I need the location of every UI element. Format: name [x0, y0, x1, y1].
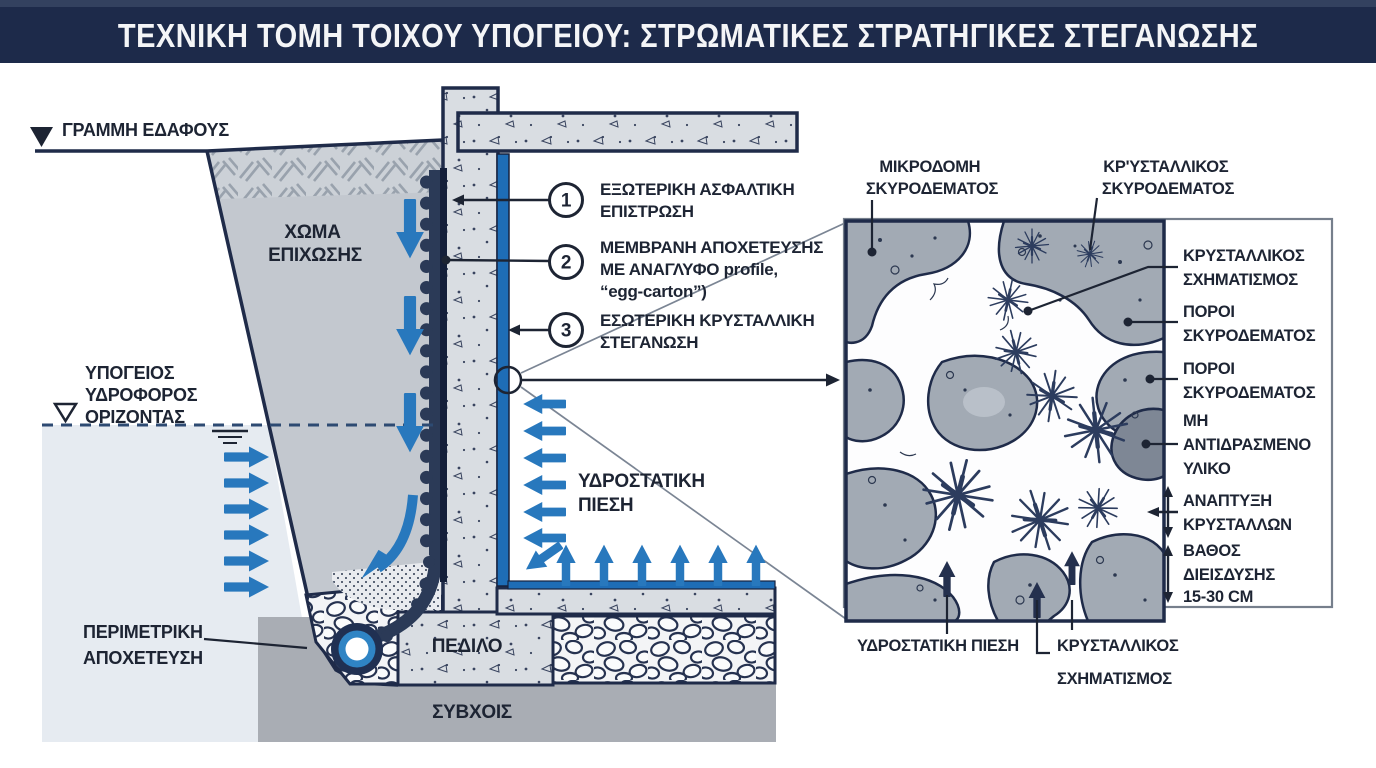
footing-label: ΠΕΔΙΛΟ: [432, 636, 502, 657]
detail-top-labels: ΜΙΚΡΟΔΟΜΗ ΣΚΥΡΟΔΕΜΑΤΟΣ ΚΡ'ΥΣΤΑΛΛΙΚΟΣ ΣΚΥ…: [866, 158, 1235, 257]
callout-3: 3 ΕΣΩΤΕΡΙΚΗ ΚΡΥΣΤΑΛΛΙΚΗ ΣΤΕΓΑΝΩΣΗ: [508, 311, 819, 352]
unreacted-material-label: ΜΗ ΑΝΤΙΔΡΑΣΜΕΝΟ ΥΛΙΚΟ: [1183, 412, 1315, 478]
drainage-flow-arrow: [361, 494, 418, 579]
callout-3-number: 3: [561, 321, 571, 342]
numbered-callouts: 1 ΕΞΩΤΕΡΙΚΗ ΑΣΦΑΛΤΙΚΗ ΕΠΙΣΤΡΩΣΗ 2 ΜΕΜΒΡΑ…: [441, 180, 828, 352]
crystal-growth-label: ΑΝΑΠΤΥΞΗ ΚΡΥΣΤΑΛΛΩΝ: [1183, 492, 1292, 534]
callout-2-label: ΜΕΜΒΡΑΝΗ ΑΠΟΧΕΤΕΥΣΗΣ ΜΕ ΑΝΑΓΛΥΦΟ profile…: [600, 238, 828, 301]
ground-line-label: ΓΡΑΜΜΗ ΕΔΑΦΟΥΣ: [62, 120, 229, 140]
detail-bottom-labels: ΥΔΡΟΣΤΑΤΙΚΗ ΠΙΕΣΗ ΚΡΥΣΤΑΛΛΙΚΟΣ ΣΧΗΜΑΤΙΣΜ…: [857, 595, 1183, 688]
callout-2: 2 ΜΕΜΒΡΑΝΗ ΑΠΟΧΕΤΕΥΣΗΣ ΜΕ ΑΝΑΓΛΥΦΟ profi…: [441, 238, 828, 301]
backfill-top-line: [206, 138, 444, 153]
ground-line-marker-icon: [30, 127, 53, 147]
callout-2-badge: [548, 244, 584, 280]
upper-floor-slab: [456, 111, 799, 153]
leader-dot-icon: [441, 255, 451, 265]
penetration-depth-label: ΒΑΘΟΣ ΔΙΕΙΣΔΥΣΗΣ 15-30 CM: [1183, 542, 1279, 606]
title-bar-top-strip: [0, 0, 1376, 7]
micro-image-border: [844, 219, 1166, 623]
title-bar: ΤΕΧΝΙΚΗ ΤΟΜΗ ΤΟΙΧΟΥ ΥΠΟΓΕΙΟΥ: ΣΤΡΩΜΑΤΙΚΕ…: [0, 0, 1376, 63]
micro-image: [844, 219, 1166, 623]
leader-dot-icon: [867, 247, 877, 257]
wall-hydrostatic-arrows: [520, 394, 567, 578]
cross-section: [30, 86, 840, 742]
unreacted-material-blob: [1110, 407, 1164, 482]
floor-slab: [495, 586, 777, 616]
section-labels: ΓΡΑΜΜΗ ΕΔΑΦΟΥΣ ΧΩΜΑ ΕΠΙΧΩΣΗΣ ΥΠΟΓΕΙΟΣ ΥΔ…: [62, 120, 710, 723]
crystalline-concrete-label: ΚΡ'ΥΣΤΑΛΛΙΚΟΣ ΣΚΥΡΟΔΕΜΑΤΟΣ: [1102, 158, 1235, 198]
crystalline-stripe-wall: [496, 153, 510, 587]
leader-dot-icon: [1123, 317, 1133, 327]
zoom-cone-lines: [520, 222, 847, 620]
drain-pipe: [331, 623, 383, 675]
backfill-label: ΧΩΜΑ ΕΠΙΧΩΣΗΣ: [268, 222, 362, 266]
page-title: ΤΕΧΝΙΚΗ ΤΟΜΗ ΤΟΙΧΟΥ ΥΠΟΓΕΙΟΥ: ΣΤΡΩΜΑΤΙΚΕ…: [118, 17, 1258, 54]
perimeter-drain-label: ΠΕΡΙΜΕΤΡΙΚΗ ΑΠΟΧΕΤΕΥΣΗ: [83, 622, 207, 668]
floor-uplift-arrows: [556, 544, 766, 586]
water-table: [42, 402, 436, 444]
callout-1-number: 1: [561, 191, 572, 212]
callout-1-badge: [548, 182, 584, 218]
penetration-depth-indicator: [1163, 545, 1173, 603]
callout-1-label: ΕΞΩΤΕΡΙΚΗ ΑΣΦΑΛΤΙΚΗ ΕΠΙΣΤΡΩΣΗ: [600, 180, 799, 221]
detail-right-labels: ΚΡΥΣΤΑΛΛΙΚΟΣ ΣΧΗΜΑΤΙΣΜΟΣ ΠΟΡΟΙ ΣΚΥΡΟΔΕΜΑ…: [1023, 247, 1316, 606]
leader-dot-icon: [1145, 374, 1155, 384]
hydrostatic-label: ΥΔΡΟΣΤΑΤΙΚΗ ΠΙΕΣΗ: [578, 471, 710, 516]
detail-panel: ΜΙΚΡΟΔΟΜΗ ΣΚΥΡΟΔΕΜΑΤΟΣ ΚΡ'ΥΣΤΑΛΛΙΚΟΣ ΣΚΥ…: [842, 158, 1334, 688]
crystal-formation-right-label: ΚΡΥΣΤΑΛΛΙΚΟΣ ΣΧΗΜΑΤΙΣΜΟΣ: [1183, 247, 1309, 289]
floor-gravel-bed: [551, 614, 777, 685]
callout-2-number: 2: [561, 253, 571, 274]
detail-crystal-formation-label: ΚΡΥΣΤΑΛΛΙΚΟΣ ΣΧΗΜΑΤΙΣΜΟΣ: [1057, 637, 1183, 688]
leader-dot-icon: [1141, 439, 1151, 449]
water-table-label: ΥΠΟΓΕΙΟΣ ΥΔΡΟΦΟΡΟΣ ΟΡΙΖΟΝΤΑΣ: [85, 363, 202, 427]
zoom-arrow: [521, 373, 840, 387]
backfill-region: [207, 140, 443, 615]
groundwater-region: [42, 425, 302, 742]
concrete-pores-label-2: ΠΟΡΟΙ ΣΚΥΡΟΔΕΜΑΤΟΣ: [1183, 360, 1316, 402]
title-bar-background: [0, 7, 1376, 63]
detail-hydrostatic-label: ΥΔΡΟΣΤΑΤΙΚΗ ΠΙΕΣΗ: [857, 637, 1019, 655]
subsoil-label: ΣΥΒΧΟΙΣ: [432, 702, 512, 723]
leader-dot-icon: [1023, 306, 1033, 316]
micro-pores: [867, 240, 1153, 605]
crystal-growth-indicator: [1147, 486, 1178, 538]
callout-3-badge: [548, 312, 584, 348]
leader-arrowhead-icon: [508, 324, 520, 336]
callout-1: 1 ΕΞΩΤΕΡΙΚΗ ΑΣΦΑΛΤΙΚΗ ΕΠΙΣΤΡΩΣΗ: [452, 180, 799, 221]
basement-wall: [441, 86, 500, 615]
asphalt-coating: [440, 168, 447, 582]
topsoil-hatch-strip: [207, 140, 443, 199]
sand-bedding: [332, 561, 441, 610]
leader-arrowhead-icon: [452, 194, 464, 206]
concrete-pores-label-1: ΠΟΡΟΙ ΣΚΥΡΟΔΕΜΑΤΟΣ: [1183, 303, 1316, 345]
callout-3-label: ΕΣΩΤΕΡΙΚΗ ΚΡΥΣΤΑΛΛΙΚΗ ΣΤΕΓΑΝΩΣΗ: [600, 311, 819, 352]
microstructure-label: ΜΙΚΡΟΔΟΜΗ ΣΚΥΡΟΔΕΜΑΤΟΣ: [866, 158, 999, 198]
water-table-icon: [52, 402, 79, 424]
perimeter-drain-callout: ΠΕΡΙΜΕΤΡΙΚΗ ΑΠΟΧΕΤΕΥΣΗ: [83, 622, 308, 668]
